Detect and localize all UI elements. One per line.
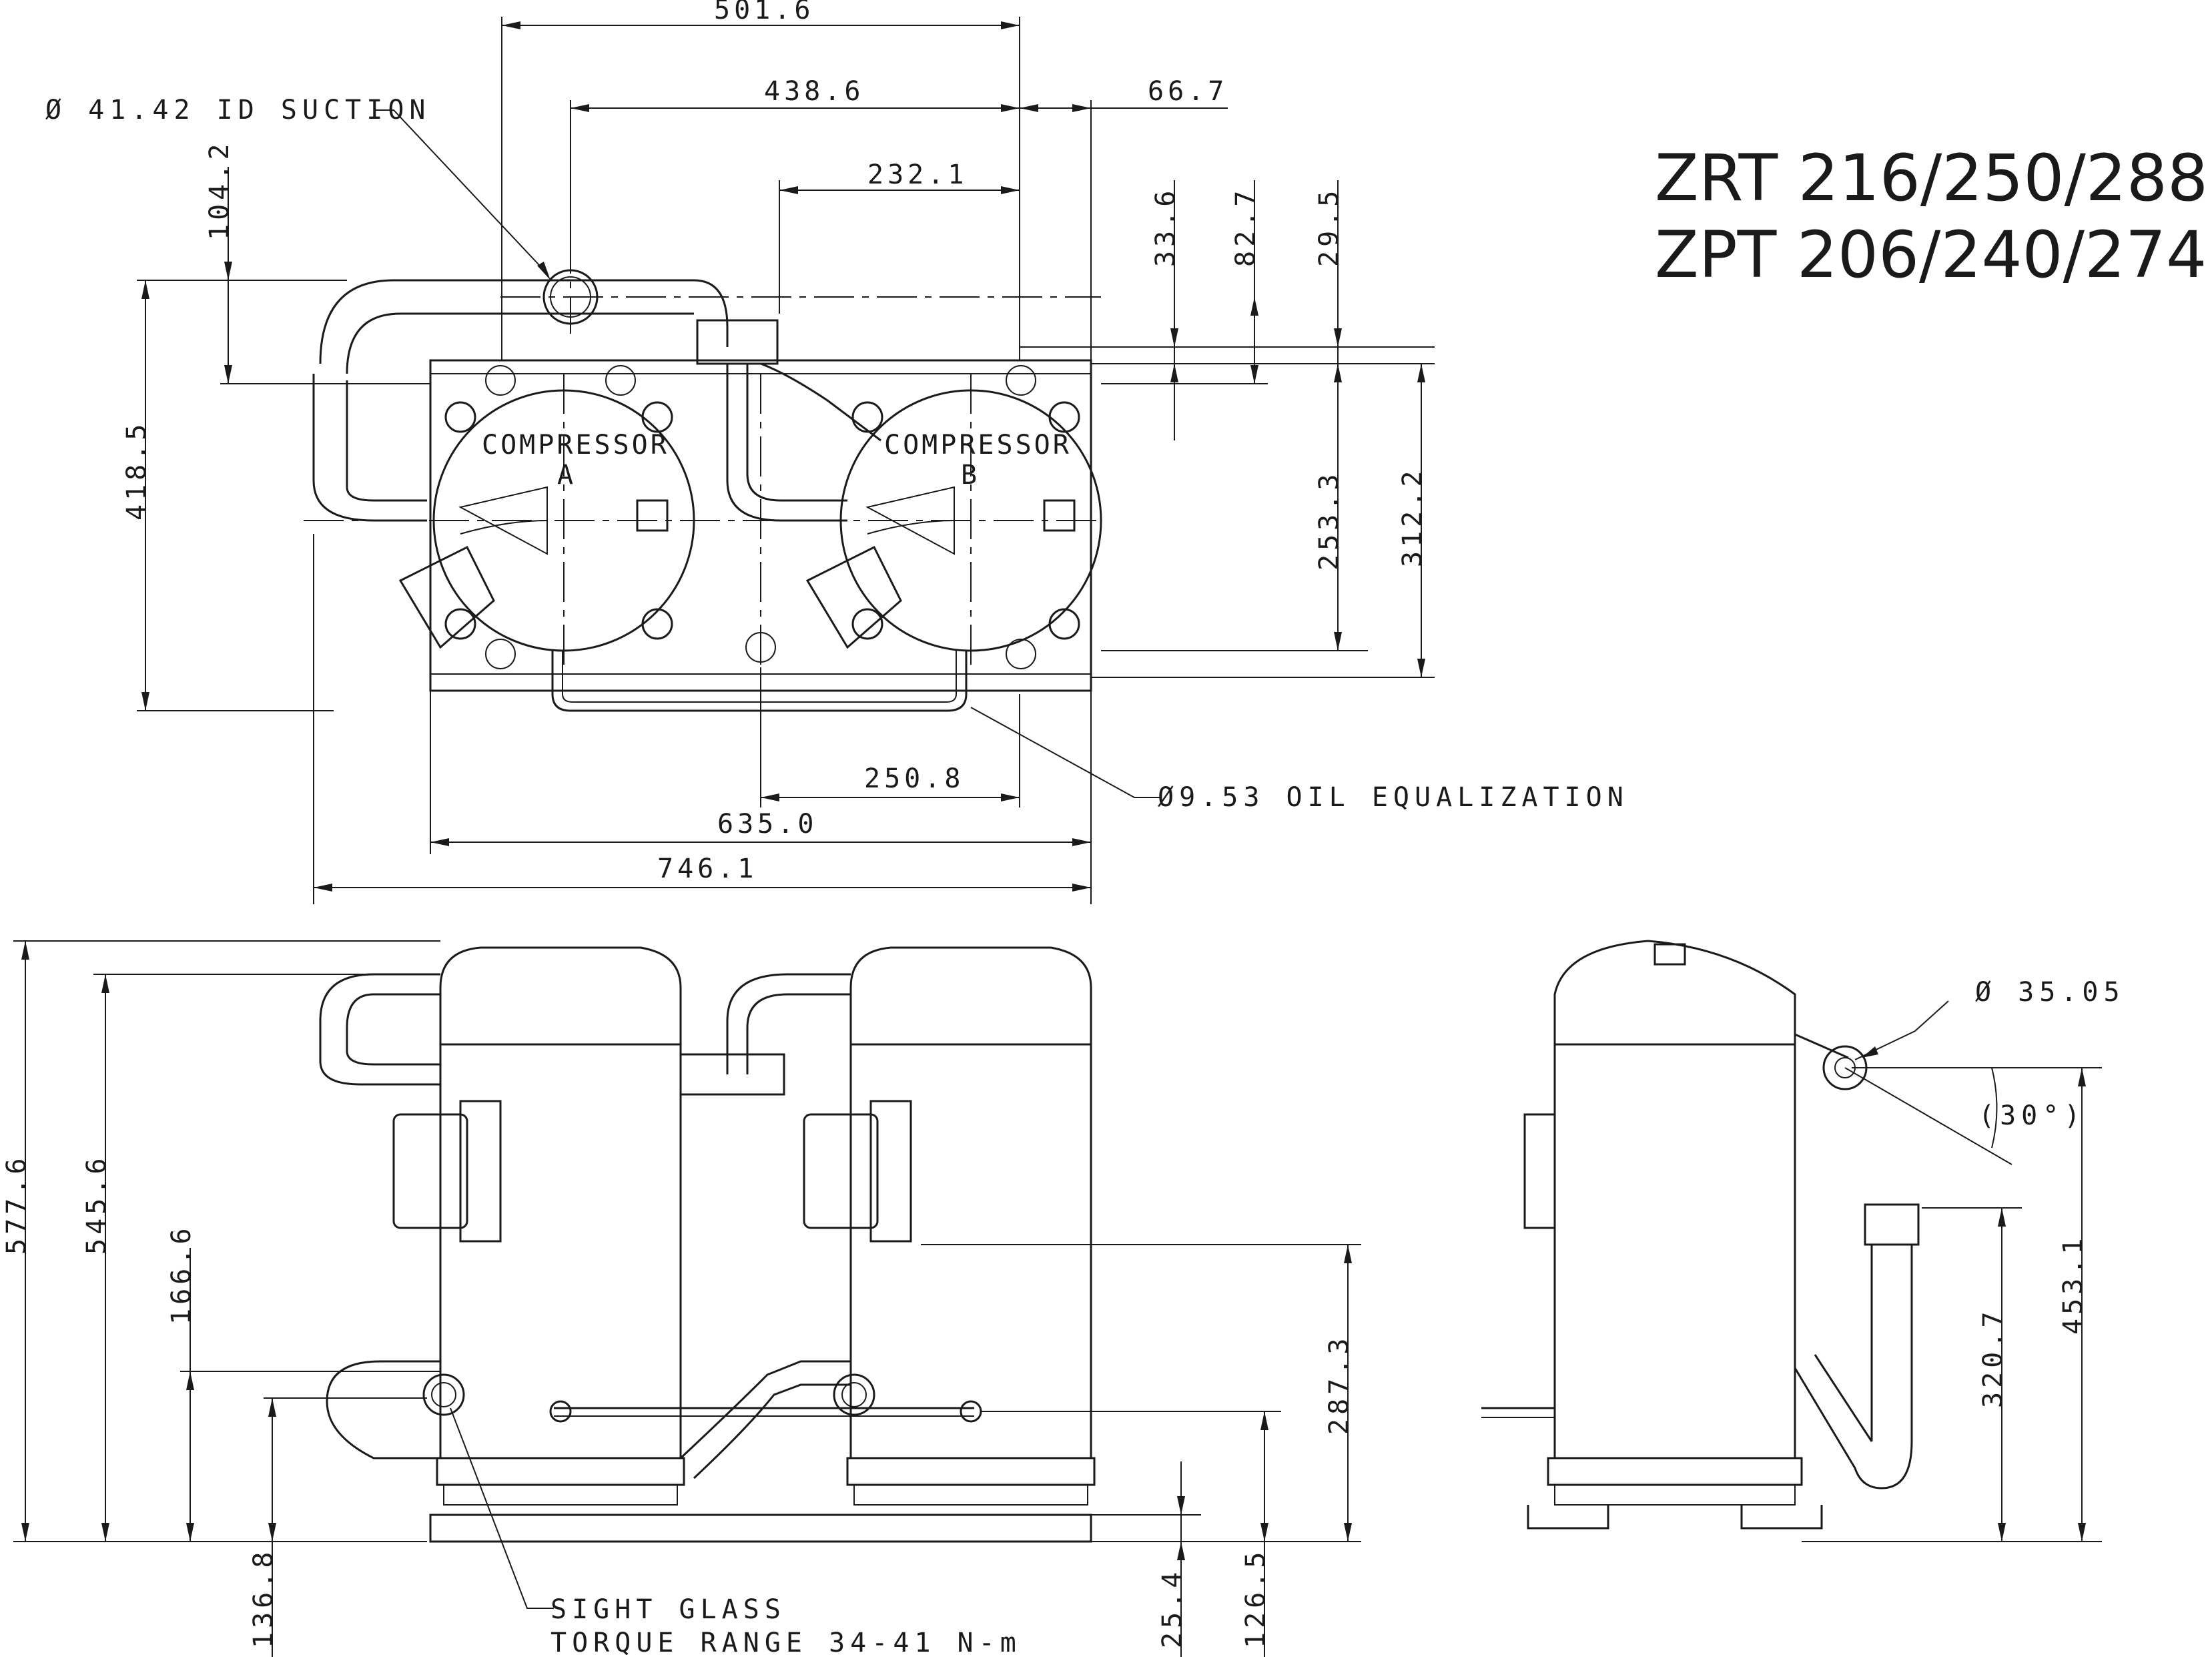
dim-250-8: 250.8 [864, 763, 964, 794]
front-view: 577.6 545.6 166.6 136.8 287.3 25.4 126.5… [1, 940, 1361, 1657]
note-sight-glass: SIGHT GLASS [550, 1594, 786, 1625]
sight-glass-a [422, 1373, 465, 1416]
terminal-box-b [805, 545, 902, 649]
dim-104-2: 104.2 [204, 140, 235, 240]
oil-equalization-line [551, 651, 968, 712]
terminal-box-front-a [392, 1113, 468, 1229]
dim-166-6: 166.6 [166, 1225, 197, 1325]
side-view: Ø 35.05 (30°) 453.1 320.7 [1481, 940, 2125, 1542]
dim-746-1: 746.1 [657, 854, 757, 884]
note-oil-equalization: Ø9.53 OIL EQUALIZATION [1158, 782, 1629, 813]
dim-30-deg: (30°) [1978, 1100, 2085, 1131]
dim-136-8: 136.8 [248, 1548, 279, 1648]
compressor-b-dome [849, 946, 1092, 1044]
dim-126-5: 126.5 [1240, 1548, 1271, 1648]
note-torque: TORQUE RANGE 34-41 N-m [550, 1628, 1022, 1657]
compressor-a-label: COMPRESSOR [482, 430, 669, 460]
note-suction: Ø 41.42 ID SUCTION [45, 95, 430, 125]
compressor-a-body [439, 1043, 682, 1459]
dim-232-1: 232.1 [867, 159, 968, 190]
compressor-a-dome [439, 946, 682, 1044]
base-rail [429, 1514, 1092, 1543]
dim-33-6: 33.6 [1150, 187, 1181, 267]
dim-501-6: 501.6 [714, 0, 814, 25]
terminal-box-front-b [803, 1113, 879, 1229]
dim-418-5: 418.5 [121, 420, 152, 521]
dim-253-3: 253.3 [1314, 470, 1345, 571]
compressor-b-letter: B [961, 460, 980, 490]
dim-577-6: 577.6 [1, 1154, 32, 1255]
dim-25-4: 25.4 [1157, 1568, 1188, 1648]
side-body [1553, 1043, 1796, 1459]
side-dome [1553, 940, 1796, 1044]
dim-438-6: 438.6 [764, 76, 864, 107]
sight-glass-b [833, 1373, 875, 1416]
compressor-b-body [849, 1043, 1092, 1459]
tee-fitting [696, 319, 779, 365]
top-dimensions: 501.6 438.6 66.7 232.1 104.2 [121, 0, 1435, 904]
terminal-box-a [398, 545, 495, 649]
top-view: COMPRESSOR A COMPRESSOR B 501.6 [45, 0, 1629, 904]
dim-453-1: 453.1 [2058, 1235, 2089, 1335]
dim-66-7: 66.7 [1148, 76, 1228, 107]
dim-545-6: 545.6 [81, 1154, 112, 1255]
dim-35-05: Ø 35.05 [1975, 977, 2125, 1008]
compressor-b-label: COMPRESSOR [884, 430, 1072, 460]
dim-287-3: 287.3 [1324, 1335, 1355, 1435]
dim-312-2: 312.2 [1397, 467, 1428, 567]
suction-header-pipe [319, 279, 729, 364]
dim-635-0: 635.0 [717, 809, 817, 840]
title-line-1: ZRT 216/250/288 [1655, 141, 2208, 216]
dim-320-7: 320.7 [1978, 1308, 2008, 1408]
title-line-2: ZPT 206/240/274 [1655, 218, 2207, 292]
dim-29-5: 29.5 [1314, 187, 1345, 267]
dim-82-7: 82.7 [1230, 187, 1261, 267]
compressor-a-letter: A [557, 460, 576, 490]
